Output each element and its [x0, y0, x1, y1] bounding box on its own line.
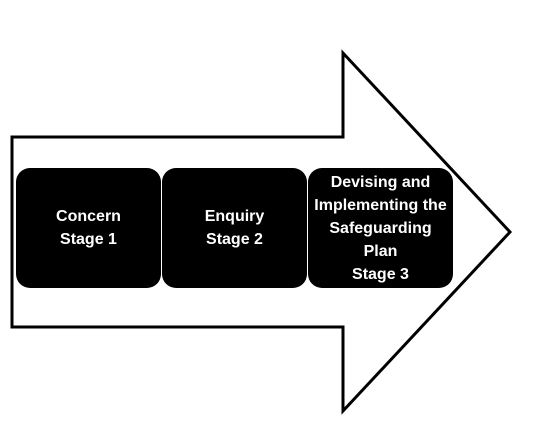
stage-1-number: Stage 1 — [60, 231, 117, 248]
stage-2-title: Enquiry — [204, 208, 265, 225]
stage-2-number: Stage 2 — [206, 231, 263, 248]
stage-3-number: Stage 3 — [352, 265, 409, 283]
stage-2-text: Enquiry Stage 2 — [205, 205, 265, 251]
stage-box-enquiry: Enquiry Stage 2 — [162, 168, 307, 288]
stage-1-title: Concern — [56, 208, 121, 225]
stage-3-title-line-2: Implementing the — [314, 196, 447, 214]
stage-box-concern: Concern Stage 1 — [16, 168, 161, 288]
stage-3-title-line-1: Devising and — [330, 173, 431, 191]
stage-3-title-line-3: Safeguarding — [329, 219, 432, 237]
stage-1-text: Concern Stage 1 — [56, 205, 121, 251]
stage-box-safeguarding-plan: Devising and Implementing the Safeguardi… — [308, 168, 453, 288]
stage-3-title-line-4: Plan — [363, 242, 398, 260]
stage-3-text: Devising and Implementing the Safeguardi… — [314, 171, 446, 286]
